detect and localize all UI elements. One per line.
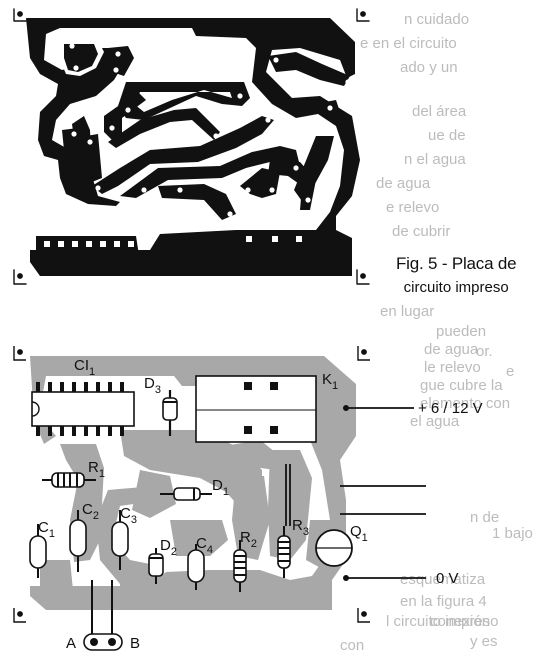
bleed-line: de agua <box>376 175 431 192</box>
bleed-line: e relevo <box>386 199 440 216</box>
bleed-line: elemento con <box>420 395 511 412</box>
bleed-line: or. <box>476 343 493 360</box>
bleed-line: esquematiza <box>400 571 486 588</box>
label-r2: R2 <box>240 529 257 550</box>
label-k1: K1 <box>322 371 338 392</box>
capacitor-c1 <box>29 524 47 578</box>
trace <box>86 134 102 182</box>
pcb-holes <box>27 43 351 247</box>
bleed-line: e <box>506 363 515 380</box>
bleed-line: conexión <box>430 613 491 630</box>
bleed-line: en lugar <box>380 303 435 320</box>
trace <box>294 136 334 204</box>
trace <box>120 146 300 198</box>
trace <box>118 82 250 120</box>
capacitor-c3 <box>111 510 129 570</box>
bleed-line: l circuito impreso <box>386 613 499 630</box>
bleed-line: gue cubre la <box>420 377 503 394</box>
capacitor-c4 <box>187 544 205 590</box>
trace <box>64 44 98 72</box>
registration-mark <box>356 269 370 285</box>
bleed-line: n el agua <box>404 151 466 168</box>
label-r1: R1 <box>88 459 105 480</box>
resistor-r3 <box>277 526 291 578</box>
caption-subtitle: circuito impreso <box>403 279 509 296</box>
bleed-line: e en el circuito <box>360 35 457 52</box>
label-c4: C4 <box>196 535 213 556</box>
registration-mark <box>13 608 26 623</box>
trace <box>62 128 82 190</box>
label-q1: Q1 <box>350 523 368 544</box>
bleed-line: en la figura 4 <box>400 593 487 610</box>
bleed-line: del área <box>412 103 467 120</box>
registration-mark <box>356 8 370 22</box>
supply-lead <box>343 405 414 411</box>
trace <box>240 168 280 198</box>
bleed-line: n de <box>470 509 500 526</box>
trace <box>314 100 340 118</box>
capacitor-c2 <box>69 510 87 572</box>
label-c1: C1 <box>38 519 55 540</box>
trace <box>108 108 220 148</box>
registration-mark <box>13 269 27 285</box>
trace <box>92 116 274 194</box>
trace <box>134 90 232 112</box>
diode-d1 <box>160 487 212 501</box>
bleed-line: pueden <box>436 323 487 340</box>
label-c3: C3 <box>120 505 137 526</box>
resistor-r2 <box>233 540 247 592</box>
bleed-line: ue de <box>428 127 466 144</box>
resistor-r1 <box>42 472 96 488</box>
bleed-line: 1 bajo <box>492 525 533 542</box>
label-c2: C2 <box>82 501 99 522</box>
pcb-copper-layout <box>13 8 370 285</box>
bleed-line: le relevo <box>424 359 481 376</box>
bleed-line: y es <box>470 633 498 650</box>
ground-plane <box>26 18 360 276</box>
component-layout: CI1 K1 D3 R1 D1 C1 C2 <box>13 346 483 652</box>
figure-caption: Fig. 5 - Placa de circuito impreso <box>396 254 517 296</box>
label-d1: D1 <box>212 477 229 498</box>
jumper-wires <box>285 464 291 526</box>
label-terminal-a: A <box>66 635 76 652</box>
bleed-line: ado y un <box>400 59 458 76</box>
label-ci1: CI1 <box>74 357 95 378</box>
relay-output-wires <box>340 485 426 515</box>
bleed-line: el agua <box>410 413 460 430</box>
registration-mark <box>357 608 370 623</box>
label-d2: D2 <box>160 537 177 558</box>
caption-title: Fig. 5 - Placa de <box>396 254 517 273</box>
diode-d2 <box>148 548 164 584</box>
diode-d3 <box>162 390 178 436</box>
bleed-line: de cubrir <box>392 223 451 240</box>
relay-k1 <box>195 375 317 443</box>
input-terminal-pair <box>83 580 123 651</box>
label-d3: D3 <box>144 375 161 396</box>
copper-traces-shaded <box>30 356 356 610</box>
registration-mark <box>13 346 26 361</box>
ground-lead <box>343 575 426 581</box>
label-terminal-b: B <box>130 635 140 652</box>
bleed-line: n cuidado <box>404 11 470 28</box>
transistor-q1 <box>315 529 353 567</box>
registration-mark <box>13 8 27 22</box>
trace <box>158 184 236 220</box>
registration-mark <box>357 346 370 361</box>
ic-ci1 <box>31 382 135 436</box>
bleed-line: con <box>340 637 365 654</box>
trace <box>36 236 140 262</box>
label-ground: 0 V <box>436 570 459 587</box>
bleed-line: de agua <box>424 341 479 358</box>
trace <box>268 52 350 86</box>
label-supply: + 6 / 12 V <box>418 400 483 417</box>
label-r3: R3 <box>292 517 309 538</box>
trace <box>160 236 320 262</box>
